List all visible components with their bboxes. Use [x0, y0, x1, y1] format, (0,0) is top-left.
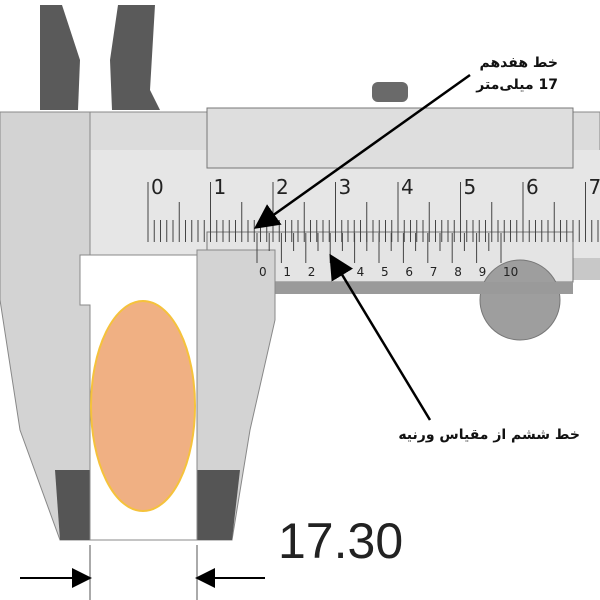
main-scale-label: 5 [464, 175, 477, 199]
vernier-scale-label: 0 [259, 265, 267, 279]
arrow-to-vernier-6 [329, 253, 432, 421]
annotation-17th-line: خط هفدهم 17 میلی‌متر [430, 52, 558, 96]
main-scale-label: 1 [214, 175, 227, 199]
main-scale-label: 4 [401, 175, 414, 199]
annotation-text: 17 میلی‌متر [476, 77, 558, 93]
vernier-scale-label: 1 [283, 265, 291, 279]
vernier-scale-label: 8 [454, 265, 462, 279]
vernier-scale-label: 2 [308, 265, 316, 279]
vernier-scale-label: 10 [503, 265, 518, 279]
vernier-scale-label: 6 [405, 265, 413, 279]
vernier-scale-label: 5 [381, 265, 389, 279]
main-scale-label: 0 [151, 175, 164, 199]
main-scale-label: 2 [276, 175, 289, 199]
main-scale-label: 7 [589, 175, 600, 199]
arrow-to-main-17 [253, 73, 471, 229]
main-scale-label: 3 [339, 175, 352, 199]
vernier-slider [206, 107, 574, 169]
vernier-scale-label: 4 [357, 265, 365, 279]
annotation-vernier-6th-line: خط ششم از مقیاس ورنیه [398, 427, 580, 443]
main-scale: 0 1 2 3 4 5 6 7 [147, 175, 600, 242]
annotation-text: خط هفدهم [479, 55, 558, 71]
upper-fixed-jaw [40, 5, 80, 110]
vernier-scale-label: 9 [479, 265, 487, 279]
vernier-scale-label: 7 [430, 265, 438, 279]
depth-wheel [479, 259, 561, 341]
upper-moving-jaw [110, 5, 160, 110]
thumb-screw [372, 82, 408, 102]
main-scale-label: 6 [526, 175, 539, 199]
measurement-reading: 17.30 [278, 513, 404, 569]
measured-object [90, 300, 196, 512]
